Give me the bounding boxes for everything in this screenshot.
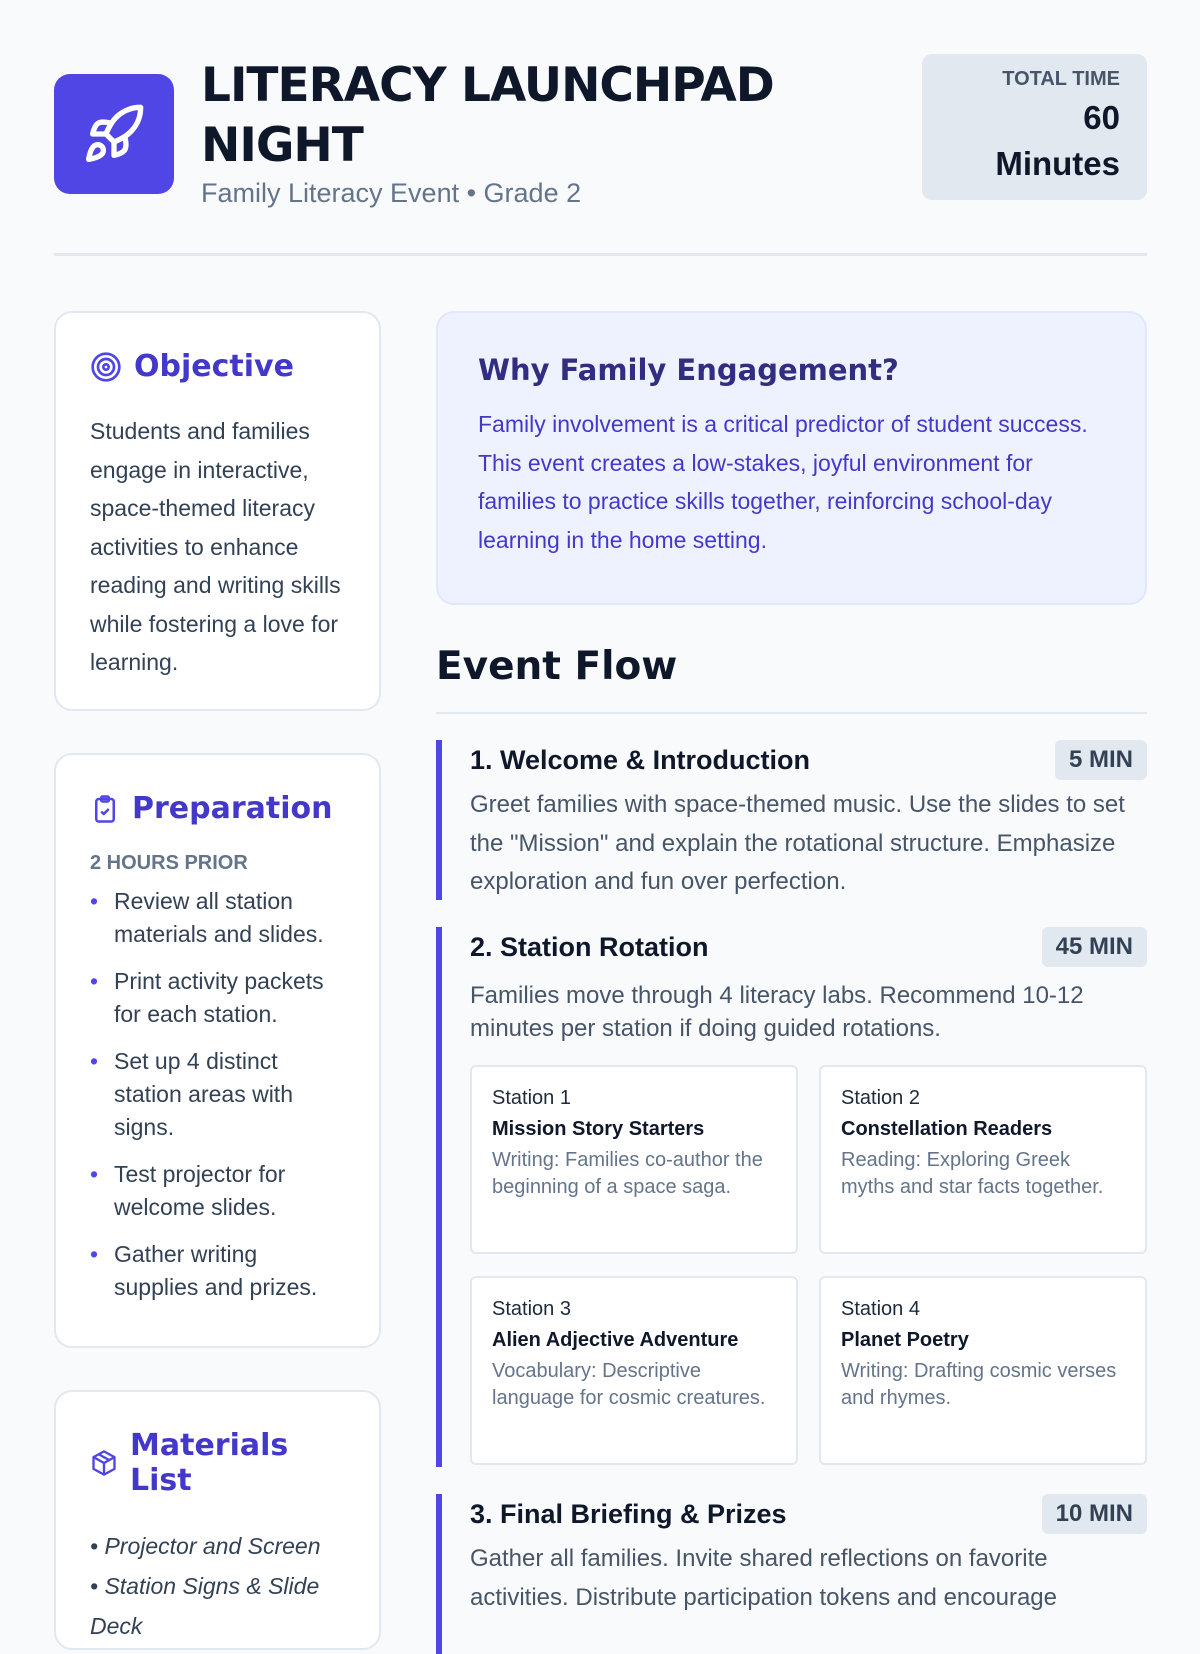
preparation-title: Preparation	[132, 791, 333, 826]
station-number: Station 1	[492, 1087, 571, 1109]
package-icon	[92, 1450, 116, 1476]
list-item: Set up 4 distinct station areas with sig…	[90, 1045, 345, 1144]
list-item: • Station Signs & Slide Deck	[90, 1573, 320, 1639]
total-time-box: TOTAL TIME 60 Minutes	[922, 54, 1147, 200]
duration-badge: 45 MIN	[1041, 927, 1147, 967]
preparation-subtitle: 2 HOURS PRIOR	[90, 852, 248, 874]
title-line: LITERACY LAUNCHPAD	[201, 58, 775, 113]
station-number: Station 4	[841, 1298, 920, 1320]
flow-step-final-briefing: 3. Final Briefing & Prizes 10 MIN Gather …	[436, 1494, 1147, 1654]
materials-card: Materials List • Projector and Screen • …	[54, 1390, 381, 1650]
why-family-engagement-card: Why Family Engagement? Family involvemen…	[436, 311, 1147, 605]
why-title: Why Family Engagement?	[478, 353, 899, 387]
total-time-value: 60	[1083, 99, 1120, 136]
materials-list: • Projector and Screen • Station Signs &…	[90, 1526, 345, 1646]
station-name: Planet Poetry	[841, 1329, 969, 1351]
objective-text: Students and families engage in interact…	[90, 418, 341, 675]
step-title: 2. Station Rotation	[470, 931, 709, 962]
list-item: Test projector for welcome slides.	[90, 1158, 345, 1224]
total-time-label: TOTAL TIME	[1002, 68, 1120, 90]
objective-title: Objective	[134, 349, 294, 384]
station-name: Mission Story Starters	[492, 1118, 705, 1140]
station-name: Alien Adjective Adventure	[492, 1329, 739, 1351]
objective-card: Objective Students and families engage i…	[54, 311, 381, 711]
rocket-icon	[86, 104, 144, 162]
step-text: Families move through 4 literacy labs. R…	[470, 982, 1084, 1042]
duration-badge: 5 MIN	[1054, 740, 1147, 780]
clipboard-check-icon	[95, 794, 115, 823]
total-time-unit: Minutes	[995, 145, 1120, 182]
duration-badge: 10 MIN	[1041, 1494, 1147, 1534]
step-text: Greet families with space-themed music. …	[470, 791, 1125, 895]
station-desc: Reading: Exploring Greek myths and star …	[841, 1149, 1104, 1198]
preparation-list: Review all station materials and slides.…	[90, 885, 345, 1304]
page-subtitle: Family Literacy Event • Grade 2	[201, 178, 582, 208]
station-name: Constellation Readers	[841, 1118, 1053, 1140]
step-title: 3. Final Briefing & Prizes	[470, 1498, 787, 1529]
event-flow-heading: Event Flow	[436, 644, 1147, 714]
step-text: Gather all families. Invite shared refle…	[470, 1545, 1057, 1611]
station-desc: Writing: Drafting cosmic verses and rhym…	[841, 1360, 1117, 1409]
title-line: NIGHT	[201, 118, 364, 173]
why-text: Family involvement is a critical predict…	[478, 411, 1088, 553]
list-item: Gather writing supplies and prizes.	[90, 1238, 345, 1304]
preparation-card: Preparation 2 HOURS PRIOR Review all sta…	[54, 753, 381, 1348]
rocket-logo	[54, 74, 174, 194]
list-item: • Projector and Screen	[90, 1533, 321, 1559]
flow-step-welcome: 1. Welcome & Introduction 5 MIN Greet fam…	[436, 740, 1147, 900]
station-desc: Vocabulary: Descriptive language for cos…	[492, 1360, 766, 1409]
list-item: Print activity packets for each station.	[90, 965, 345, 1031]
list-item: Review all station materials and slides.	[90, 885, 345, 951]
target-icon	[91, 351, 121, 382]
step-title: 1. Welcome & Introduction	[470, 744, 811, 775]
station-number: Station 2	[841, 1087, 920, 1109]
station-number: Station 3	[492, 1298, 571, 1320]
materials-title: Materials List	[130, 1428, 289, 1498]
station-desc: Writing: Families co-author the beginnin…	[492, 1149, 763, 1198]
flow-step-rotation: 2. Station Rotation 45 MIN Families move …	[436, 927, 1147, 1467]
